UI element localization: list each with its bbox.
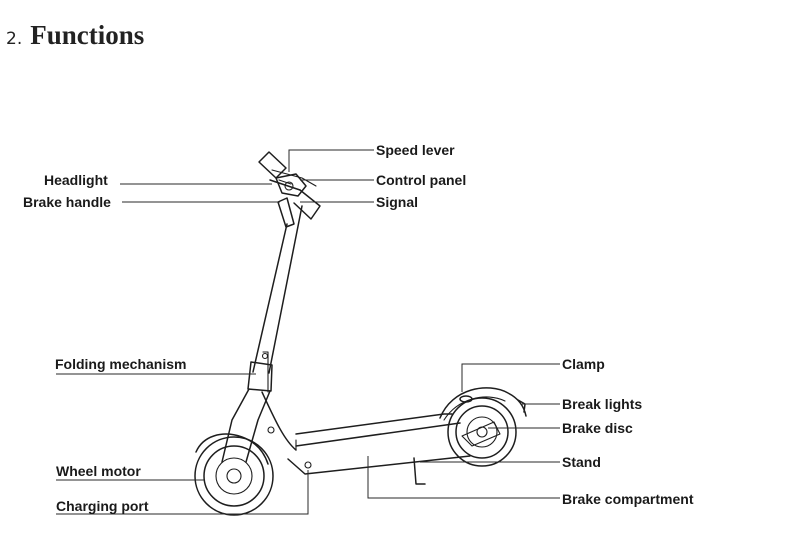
front-wheel (194, 436, 274, 516)
brake-compartment-leader (367, 456, 560, 499)
clamp-leader (461, 363, 560, 392)
section-number: 2. (6, 29, 23, 49)
stem (252, 205, 303, 374)
label-signal: Signal (376, 194, 418, 210)
label-control-panel: Control panel (376, 172, 466, 188)
front-fender (195, 433, 269, 465)
kickstand (413, 457, 426, 485)
label-speed-lever: Speed lever (376, 142, 455, 158)
label-break-lights: Break lights (562, 396, 642, 412)
label-clamp: Clamp (562, 356, 605, 372)
folding-joint (247, 351, 273, 393)
scooter-drawing (194, 151, 527, 516)
label-stand: Stand (562, 454, 601, 470)
rear-wheel (447, 397, 517, 467)
charging-port-leader (56, 470, 309, 515)
label-brake-disc: Brake disc (562, 420, 633, 436)
labels: Speed lever Headlight Control panel Brak… (23, 142, 694, 514)
label-brake-compartment: Brake compartment (562, 491, 694, 507)
label-headlight: Headlight (44, 172, 108, 188)
deck (287, 413, 471, 475)
label-folding-mechanism: Folding mechanism (55, 356, 186, 372)
section-heading: 2. Functions (6, 20, 144, 60)
speed-lever-leader (288, 149, 374, 172)
fork (221, 388, 297, 463)
leader-lines (56, 149, 560, 515)
control-panel-unit (275, 173, 307, 197)
label-wheel-motor: Wheel motor (56, 463, 141, 479)
brake-lever (277, 197, 295, 228)
label-brake-handle: Brake handle (23, 194, 111, 210)
label-charging-port: Charging port (56, 498, 149, 514)
section-title: Functions (30, 20, 145, 50)
